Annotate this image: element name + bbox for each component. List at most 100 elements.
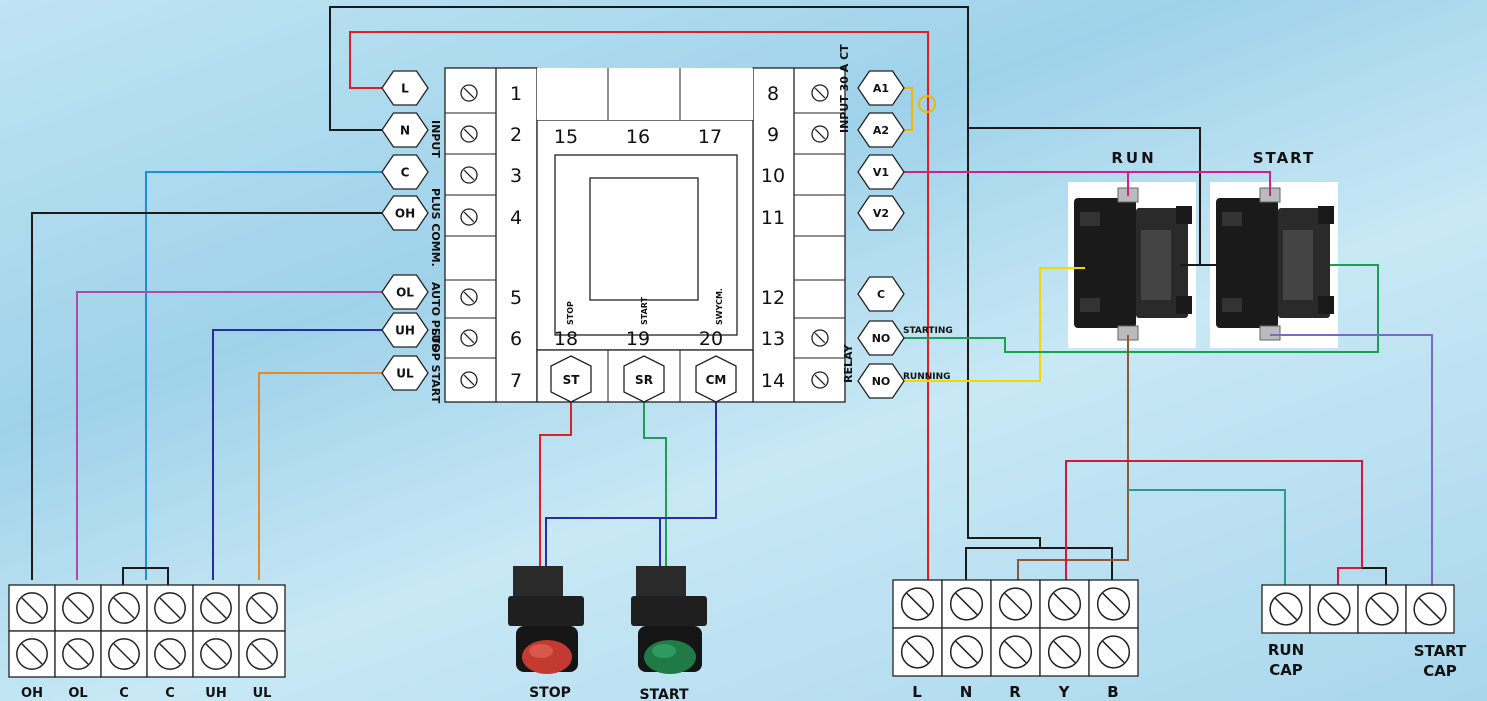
right-term-number: 10 <box>761 165 785 187</box>
bottom-hex-label: ST <box>563 373 581 387</box>
run-contactor-label: RUN <box>1111 149 1156 167</box>
top-term-number: 17 <box>698 126 722 148</box>
left-hex-uh: UH <box>381 312 429 348</box>
left-hex-l-label: L <box>401 81 409 95</box>
right-screw-13 <box>811 329 829 347</box>
main-block-terminal <box>941 579 992 629</box>
left-block-label: OL <box>68 686 87 701</box>
right-hex-v2-label: V2 <box>873 207 889 220</box>
inner-label-swycm: SWYCM. <box>715 288 724 325</box>
left-term-number: 5 <box>510 287 522 309</box>
left-term-number: 6 <box>510 328 522 350</box>
main-block-terminal <box>941 627 992 677</box>
right-term-number: 8 <box>767 83 779 105</box>
left-hex-c-label: C <box>401 165 410 179</box>
label-input: INPUT <box>429 120 442 158</box>
main-block-terminal <box>1088 627 1139 677</box>
start-push-button[interactable] <box>631 566 707 674</box>
main-block-label: B <box>1107 683 1118 701</box>
left-block-label: UL <box>253 686 272 701</box>
left-block-label: C <box>165 686 175 701</box>
wire-l-red <box>349 31 929 580</box>
left-block-terminal <box>192 630 240 678</box>
main-block-terminal <box>1039 627 1090 677</box>
left-hex-oh-label: OH <box>395 206 415 220</box>
left-screw-7 <box>460 371 478 389</box>
bottom-term-number: 20 <box>699 328 723 350</box>
right-hex-no: NO <box>857 320 905 356</box>
main-block-terminal <box>892 627 943 677</box>
left-block-terminal <box>8 630 56 678</box>
run-cap-label-line1: RUN <box>1268 641 1304 659</box>
run-cap-label-line2: CAP <box>1269 661 1303 679</box>
start-contactor <box>1210 182 1338 348</box>
main-block-label: Y <box>1058 683 1071 701</box>
start-contactor-label: START <box>1253 149 1316 167</box>
right-hex-a1: A1 <box>857 70 905 106</box>
right-term-number: 12 <box>761 287 785 309</box>
left-screw-2 <box>460 125 478 143</box>
run-contactor <box>1068 182 1196 348</box>
main-block-terminal <box>892 579 943 629</box>
right-hex-no: NO <box>857 363 905 399</box>
left-block-terminal <box>238 630 286 678</box>
left-hex-ul-label: UL <box>396 366 414 380</box>
right-screw-9 <box>811 125 829 143</box>
stop-button-label: STOP <box>529 685 571 701</box>
main-terminal-block <box>892 579 1139 677</box>
left-term-number: 1 <box>510 83 522 105</box>
left-screw-4 <box>460 208 478 226</box>
right-term-number: 9 <box>767 124 779 146</box>
label-starting: STARTING <box>903 326 953 336</box>
left-hex-ol-label: OL <box>396 285 414 299</box>
left-hex-uh-label: UH <box>395 323 415 337</box>
left-hex-ul: UL <box>381 355 429 391</box>
right-hex-v1: V1 <box>857 154 905 190</box>
left-hex-ol: OL <box>381 274 429 310</box>
right-hex-a1-label: A1 <box>873 82 889 95</box>
main-block-terminal <box>1088 579 1139 629</box>
controller-module <box>444 67 846 403</box>
left-block-label: OH <box>21 686 43 701</box>
top-term-number: 15 <box>554 126 578 148</box>
bottom-term-number: 18 <box>554 328 578 350</box>
left-hex-c: C <box>381 154 429 190</box>
main-block-label: R <box>1009 683 1021 701</box>
inner-label-start: START <box>640 296 649 325</box>
start-button-label: START <box>639 687 689 701</box>
label-plus-comm: PLUS COMM. <box>429 188 442 267</box>
right-hex-c-label: C <box>877 288 885 301</box>
bottom-hex-label: CM <box>706 373 727 387</box>
start-cap-label-line2: CAP <box>1423 662 1457 680</box>
left-hex-n-label: N <box>400 123 410 137</box>
top-term-number: 16 <box>626 126 650 148</box>
left-block-terminal <box>100 630 148 678</box>
right-screw-8 <box>811 84 829 102</box>
left-block-terminal <box>8 584 56 632</box>
left-hex-oh: OH <box>381 195 429 231</box>
inner-label-stop: STOP <box>566 301 575 325</box>
right-term-number: 14 <box>761 370 785 392</box>
left-block-terminal <box>54 630 102 678</box>
main-block-label: N <box>960 683 973 701</box>
bottom-hex-st: ST <box>550 355 592 403</box>
label-auto-plus: AUTO PLUS <box>429 282 442 351</box>
label-running: RUNNING <box>903 372 951 382</box>
label-input-ct: INPUT 30 A CT <box>838 44 851 133</box>
label-stop-start: STOP START <box>429 328 442 404</box>
left-block-terminal <box>192 584 240 632</box>
left-block-label: C <box>119 686 129 701</box>
left-screw-1 <box>460 84 478 102</box>
bottom-term-number: 19 <box>626 328 650 350</box>
stop-push-button[interactable] <box>508 566 584 674</box>
right-hex-a2-label: A2 <box>873 124 889 137</box>
bottom-hex-sr: SR <box>623 355 665 403</box>
main-block-label: L <box>912 683 922 701</box>
main-block-terminal <box>990 627 1041 677</box>
left-block-terminal <box>238 584 286 632</box>
right-hex-no-label: NO <box>872 332 891 345</box>
label-relay: RELAY <box>842 344 855 383</box>
bottom-hex-label: SR <box>635 373 653 387</box>
left-term-number: 2 <box>510 124 522 146</box>
